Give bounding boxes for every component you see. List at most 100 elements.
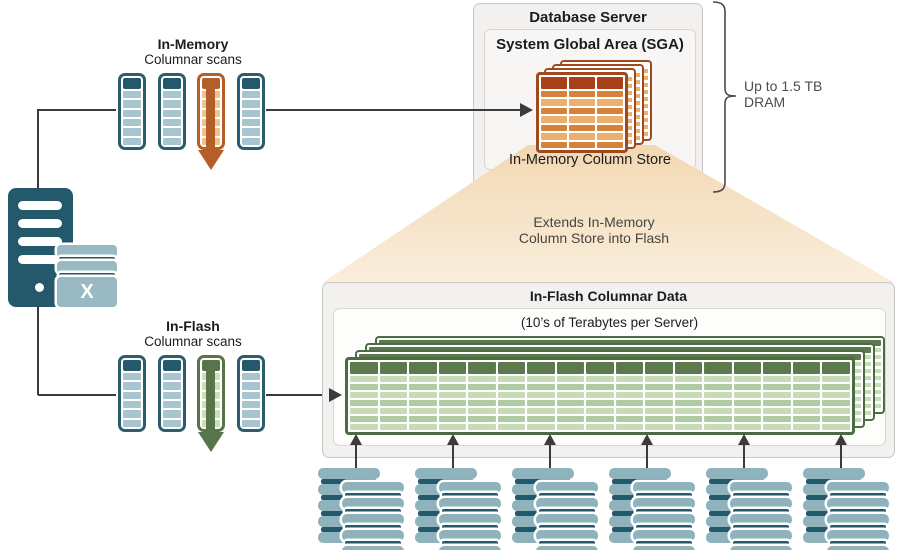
scan-arrow-head xyxy=(198,432,224,452)
flash-disk-stacks xyxy=(318,468,900,550)
storage-slab xyxy=(57,261,117,273)
disk-slab xyxy=(439,482,501,493)
disk-divider xyxy=(733,525,789,530)
grid-cell xyxy=(569,133,595,140)
up-arrow-shaft xyxy=(452,444,454,468)
extends-note-line2: Column Store into Flash xyxy=(518,230,670,246)
column-cell xyxy=(162,400,181,409)
disk-divider xyxy=(612,479,668,484)
disk-divider xyxy=(830,525,886,530)
grid-cell xyxy=(792,384,821,390)
grid-header-cell xyxy=(409,362,437,374)
disk-slab xyxy=(730,546,792,550)
grid-header-cell xyxy=(792,362,821,374)
disk-divider xyxy=(418,479,474,484)
grid-cell xyxy=(586,416,614,422)
disk-slab xyxy=(439,530,501,541)
in-memory-scan-columns xyxy=(118,73,278,170)
grid-cell xyxy=(468,416,496,422)
column-cell xyxy=(123,109,141,117)
in-flash-scans-subtitle: Columnar scans xyxy=(144,334,242,349)
column-cell xyxy=(123,118,141,127)
grid-cell xyxy=(527,400,555,406)
grid-cell xyxy=(569,91,595,98)
grid-cell xyxy=(527,408,555,414)
disk-divider xyxy=(345,493,401,498)
grid-cell xyxy=(556,424,585,430)
grid-header-cell xyxy=(733,362,762,374)
grid-cell xyxy=(822,408,850,414)
grid-cell xyxy=(497,408,526,414)
disk-slab xyxy=(827,482,889,493)
column-cell xyxy=(123,100,141,108)
disk-stack-unit xyxy=(512,468,600,550)
front-sheet xyxy=(345,357,855,435)
scan-column xyxy=(118,355,146,432)
up-arrow-shaft xyxy=(743,444,745,468)
grid-cell xyxy=(569,124,595,132)
grid-cell xyxy=(597,116,623,123)
disk-slab xyxy=(827,498,889,509)
disk-slab xyxy=(439,546,501,550)
column-cell xyxy=(123,128,141,136)
scan-column xyxy=(157,355,186,432)
in-flash-scan-columns xyxy=(118,355,278,452)
connector-line xyxy=(37,306,39,395)
grid-cell xyxy=(615,408,644,414)
column-cell xyxy=(162,91,181,99)
disk-slab xyxy=(536,514,598,525)
grid-cell xyxy=(586,424,614,430)
storage-slab xyxy=(57,245,117,257)
grid-cell xyxy=(527,424,555,430)
grid-cell xyxy=(733,408,762,414)
grid-cell xyxy=(792,408,821,414)
grid-cell xyxy=(586,384,614,390)
grid-cell xyxy=(792,400,821,406)
grid-cell xyxy=(597,91,623,98)
in-memory-column-store-label: In-Memory Column Store xyxy=(509,152,671,168)
disk-divider xyxy=(515,479,571,484)
disk-stack-front xyxy=(536,482,598,550)
grid-cell xyxy=(645,416,673,422)
disk-slab xyxy=(536,530,598,541)
column-cell xyxy=(162,373,181,381)
grid-cell xyxy=(674,416,703,422)
disk-divider xyxy=(733,493,789,498)
front-sheet xyxy=(536,72,628,153)
storage-divider xyxy=(59,273,115,277)
disk-slab xyxy=(342,498,404,509)
disk-divider xyxy=(345,509,401,514)
column-cell xyxy=(162,118,181,127)
grid-cell xyxy=(615,400,644,406)
grid-cell xyxy=(733,384,762,390)
column-cell xyxy=(241,373,260,381)
column-header-cell xyxy=(162,78,181,89)
disk-slab xyxy=(342,546,404,550)
grid-cell xyxy=(438,400,467,406)
disk-stack-unit xyxy=(318,468,406,550)
connector-line xyxy=(37,109,39,189)
grid-header-cell xyxy=(497,362,526,374)
column-cell xyxy=(241,91,260,99)
grid-cell xyxy=(586,376,614,382)
in-flash-scans-label: In-Flash Columnar scans xyxy=(118,318,268,349)
disk-slab xyxy=(415,468,477,479)
grid-cell xyxy=(497,424,526,430)
sga-title: System Global Area (SGA) xyxy=(496,36,684,53)
grid-cell xyxy=(409,424,437,430)
disk-stack-front xyxy=(633,482,695,550)
grid-cell xyxy=(645,424,673,430)
grid-cell xyxy=(438,376,467,382)
column-cell xyxy=(241,382,260,390)
grid-cell xyxy=(527,416,555,422)
grid-cell xyxy=(792,424,821,430)
disk-slab xyxy=(827,530,889,541)
server-slot-bar xyxy=(18,201,62,210)
grid-cell xyxy=(597,124,623,132)
grid-cell xyxy=(822,416,850,422)
up-arrow-shaft xyxy=(646,444,648,468)
server-slot-bar xyxy=(18,237,62,246)
column-cell xyxy=(241,118,260,127)
storage-divider xyxy=(59,257,115,261)
grid-cell xyxy=(468,400,496,406)
